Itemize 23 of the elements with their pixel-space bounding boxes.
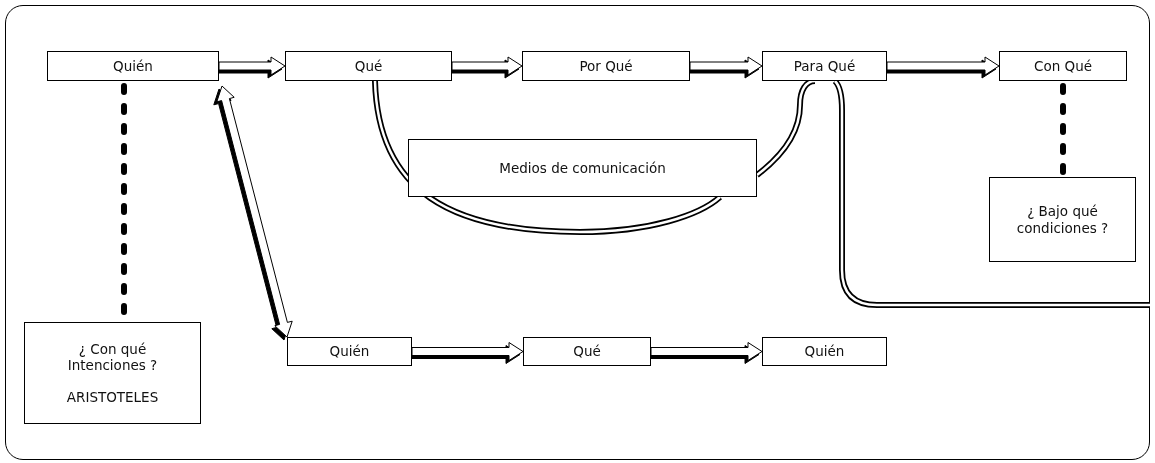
block-arrow [886, 56, 1000, 76]
text-box: Qué [285, 51, 452, 81]
text-box: Quién [47, 51, 219, 81]
text-box: Para Qué [762, 51, 887, 81]
text-box: Medios de comunicación [408, 139, 757, 197]
block-arrow [689, 56, 763, 76]
text-box: ¿ Bajo qué condiciones ? [989, 177, 1136, 262]
text-box: Con Qué [999, 51, 1127, 81]
box-text: ¿ Con qué Intenciones ? [66, 340, 159, 374]
box-text: ARISTOTELES [66, 389, 159, 406]
block-arrow [218, 56, 286, 76]
block-arrow [451, 56, 523, 76]
block-arrow [650, 342, 763, 361]
text-box: Quién [287, 337, 412, 366]
double-line-connector [832, 79, 1150, 308]
block-arrow [216, 85, 293, 338]
text-box: Por Qué [522, 51, 690, 81]
dotted-line [1060, 83, 1066, 175]
text-box [24, 322, 201, 424]
block-arrow [411, 342, 524, 361]
text-box: Quién [762, 337, 887, 366]
double-line-connector [372, 80, 722, 235]
text-box: Qué [523, 337, 651, 366]
